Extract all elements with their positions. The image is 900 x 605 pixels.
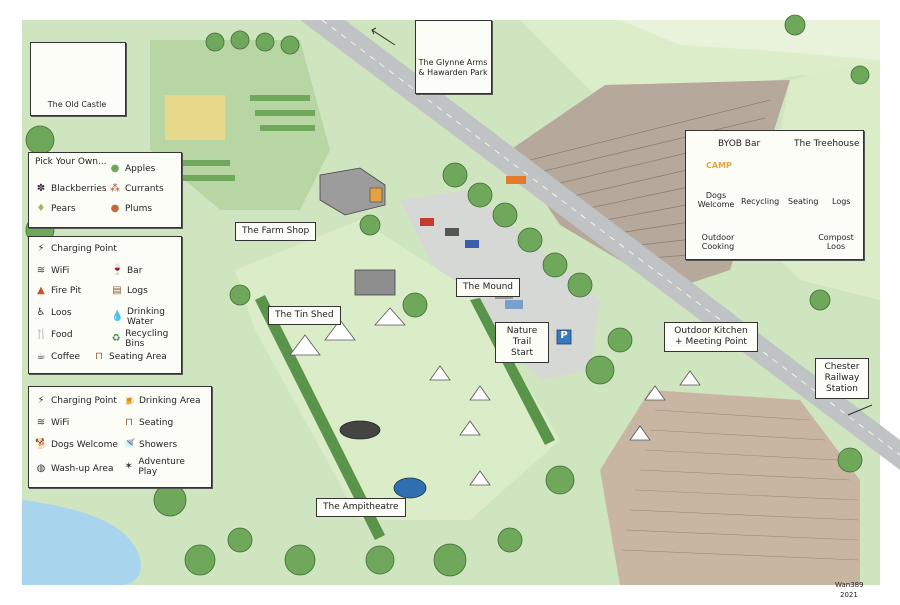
- food-icon: 🍴: [35, 329, 48, 340]
- apple-icon: ●: [110, 163, 120, 174]
- pyo-item-plums: ●Plums: [110, 203, 153, 214]
- main-road: [300, 20, 900, 470]
- legend2-wash-up-area: ◍Wash-up Area: [36, 463, 114, 474]
- pyo-item-currants: ⁂Currants: [110, 183, 164, 194]
- byob-logs: Logs: [832, 197, 851, 206]
- legend2-charging-point: ⚡Charging Point: [35, 395, 116, 407]
- loos-icon: ♿: [36, 307, 46, 318]
- farm-shop-building: [319, 167, 386, 216]
- glynne-arms-card: [415, 20, 492, 94]
- byob-outdoor-cooking: Outdoor Cooking: [701, 233, 735, 251]
- tin-shed-building: [354, 269, 396, 296]
- legend2-showers: 🚿Showers: [123, 439, 178, 450]
- legend-food: 🍴Food: [35, 329, 73, 340]
- old-castle-label: The Old Castle: [47, 100, 107, 109]
- crop-field: [600, 390, 860, 585]
- legend2-seating: ⊓Seating: [123, 417, 173, 429]
- hedges: [255, 295, 555, 540]
- byob-seating: Seating: [788, 197, 819, 206]
- outdoor-kitchen-label: Outdoor Kitchen + Meeting Point: [664, 322, 758, 352]
- pyo-item-apples: ●Apples: [110, 163, 156, 174]
- byob-compost-loos: Compost Loos: [818, 233, 854, 251]
- pick-your-own-card: Pick Your Own... ●Apples ✽Blackberries ⁂…: [28, 152, 182, 228]
- legend-charging-point: ⚡Charging Point: [35, 243, 116, 255]
- old-castle-card: [30, 42, 126, 116]
- dog-icon: 🐕: [35, 439, 48, 450]
- recycling-icon: ♻: [111, 333, 121, 344]
- tin-shed-label: The Tin Shed: [268, 306, 341, 325]
- camping-field: [235, 220, 560, 520]
- adventure-play-icon: ✶: [124, 461, 133, 472]
- charging-point-icon: ⚡: [37, 243, 45, 254]
- signature-name: Wan389: [835, 581, 864, 589]
- legend2-adventure-play: ✶Adventure Play: [124, 457, 185, 477]
- byob-bar-card: BYOB Bar The Treehouse CAMP Dogs Welcome…: [685, 130, 864, 260]
- orchard-field: [150, 40, 330, 210]
- pear-icon: ♦: [36, 203, 46, 214]
- legend2-wifi: ≋WiFi: [36, 417, 70, 428]
- charging-point-icon: ⚡: [37, 395, 45, 406]
- bench-icon: ⊓: [95, 351, 103, 362]
- currant-icon: ⁂: [110, 183, 120, 194]
- legend2-dogs-welcome: 🐕Dogs Welcome: [35, 439, 118, 450]
- byob-dogs-welcome: Dogs Welcome: [697, 191, 735, 209]
- shower-icon: 🚿: [123, 439, 136, 450]
- drinking-water-icon: 💧: [111, 311, 124, 322]
- pyo-item-blackberries: ✽Blackberries: [36, 183, 107, 194]
- signature-year: 2021: [840, 591, 858, 599]
- parking-sign-box: [556, 329, 572, 345]
- plum-icon: ●: [110, 203, 120, 214]
- camp-sign: CAMP: [706, 161, 732, 170]
- legend2-drinking-area: 🍺Drinking Area: [123, 395, 201, 406]
- nature-trail-label: Nature Trail Start: [495, 322, 549, 363]
- lake: [22, 500, 141, 585]
- tents: [289, 307, 701, 486]
- tree-clusters: [25, 14, 870, 577]
- tin-shed-legend-card: ⚡Charging Point ≋WiFi 🍷Bar ▲Fire Pit ▤Lo…: [28, 236, 182, 374]
- fire-pit-icon: ▲: [37, 285, 45, 296]
- legend-drinking-water: 💧Drinking Water: [111, 307, 165, 327]
- crop-rows: [621, 409, 859, 561]
- legend-seating-area: ⊓Seating Area: [93, 351, 167, 363]
- legend-fire-pit: ▲Fire Pit: [35, 285, 81, 297]
- treehouse-title: The Treehouse: [794, 139, 860, 149]
- camping-legend-card: ⚡Charging Point 🍺Drinking Area ≋WiFi ⊓Se…: [28, 386, 212, 488]
- wash-up-icon: ◍: [36, 463, 46, 474]
- legend-bar: 🍷Bar: [111, 265, 143, 276]
- logs-icon: ▤: [112, 285, 122, 296]
- dark-tent: [339, 420, 381, 440]
- blue-tent: [393, 477, 427, 499]
- byob-bar-title: BYOB Bar: [718, 139, 761, 149]
- bar-icon: 🍷: [111, 265, 124, 276]
- wifi-icon: ≋: [36, 265, 46, 276]
- legend-wifi: ≋WiFi: [36, 265, 70, 276]
- yellow-field: [165, 95, 225, 140]
- blackberry-icon: ✽: [36, 183, 46, 194]
- pyo-item-pears: ♦Pears: [36, 203, 76, 214]
- mound-label: The Mound: [456, 278, 520, 297]
- bench-icon: ⊓: [125, 417, 133, 428]
- ampitheatre-label: The Ampitheatre: [316, 498, 406, 517]
- wifi-icon: ≋: [36, 417, 46, 428]
- parking-sign: P: [560, 330, 568, 341]
- farm-shop-label: The Farm Shop: [235, 222, 317, 241]
- orchard-rows: [160, 95, 315, 181]
- field-top-light: [620, 20, 880, 60]
- drinking-area-icon: 🍺: [123, 395, 136, 406]
- glynne-arms-label: The Glynne Arms & Hawarden Park: [418, 58, 488, 77]
- legend-loos: ♿Loos: [36, 307, 72, 318]
- coffee-icon: ☕: [36, 351, 46, 362]
- byob-recycling: Recycling: [741, 197, 780, 206]
- road-arrows: [371, 27, 873, 416]
- legend-logs: ▤Logs: [112, 285, 148, 296]
- chester-station-label: Chester Railway Station: [815, 358, 869, 399]
- legend-coffee: ☕Coffee: [36, 351, 81, 362]
- pick-your-own-title: Pick Your Own...: [35, 157, 107, 167]
- legend-recycling-bins: ♻Recycling Bins: [111, 329, 169, 349]
